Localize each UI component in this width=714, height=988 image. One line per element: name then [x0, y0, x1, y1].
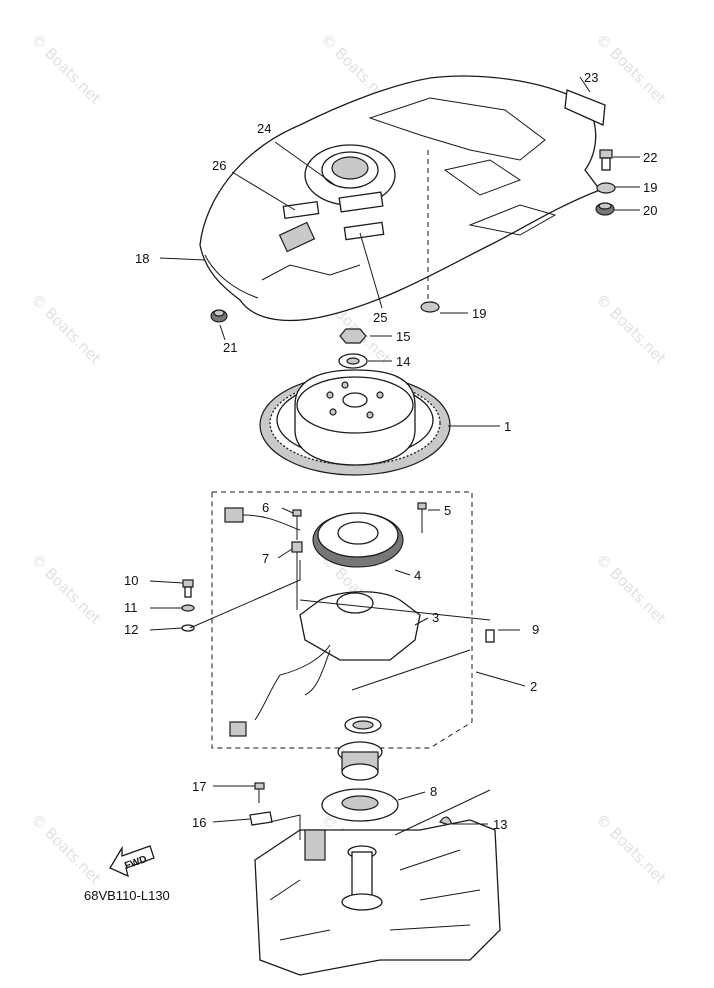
- clamp-16: [249, 811, 273, 826]
- callout-4: 4: [414, 568, 421, 583]
- bolt-22: [599, 149, 613, 171]
- screw-6: [292, 509, 302, 540]
- watermark: © Boats.net: [592, 810, 670, 888]
- callout-21: 21: [223, 340, 237, 355]
- washer-14-hole: [346, 357, 360, 365]
- pulley: [344, 716, 382, 734]
- flywheel-cover: [199, 75, 602, 322]
- screw-17: [254, 782, 265, 803]
- callout-19-lower: 19: [472, 306, 486, 321]
- callout-14: 14: [396, 354, 410, 369]
- clamp-7: [291, 541, 303, 553]
- callout-12: 12: [124, 622, 138, 637]
- callout-17: 17: [192, 779, 206, 794]
- callout-26: 26: [212, 158, 226, 173]
- callout-8: 8: [430, 784, 437, 799]
- callouts: 23 22 19 20 24 26 18 25 19 21 15 14 1 6 …: [124, 70, 657, 832]
- callout-9: 9: [532, 622, 539, 637]
- gear: [337, 741, 383, 781]
- callout-15: 15: [396, 329, 410, 344]
- callout-2: 2: [530, 679, 537, 694]
- watermark: © Boats.net: [592, 550, 670, 628]
- engine-block: [254, 819, 501, 976]
- washer-11: [181, 604, 195, 612]
- watermark: © Boats.net: [592, 290, 670, 368]
- callout-11: 11: [124, 600, 138, 615]
- fwd-arrow-icon: FWD: [109, 845, 155, 878]
- grommet-20: [595, 202, 615, 216]
- label-plate-23: [564, 89, 606, 126]
- callout-19: 19: [643, 180, 657, 195]
- wire-harness: [254, 644, 331, 721]
- callout-18: 18: [135, 251, 149, 266]
- dowel-pin-9: [485, 629, 495, 643]
- watermark: © Boats.net: [27, 290, 105, 368]
- callout-7: 7: [262, 551, 269, 566]
- callout-6: 6: [262, 500, 269, 515]
- callout-22: 22: [643, 150, 657, 165]
- callout-5: 5: [444, 503, 451, 518]
- watermark: © Boats.net: [27, 810, 105, 888]
- nut-15: [339, 328, 367, 344]
- watermark: © Boats.net: [27, 30, 105, 108]
- callout-24: 24: [257, 121, 271, 136]
- stator-base: [299, 591, 421, 661]
- connector-lower: [229, 721, 247, 737]
- callout-3: 3: [432, 610, 439, 625]
- callout-25: 25: [373, 310, 387, 325]
- watermark: © Boats.net: [592, 30, 670, 108]
- screw-5: [417, 502, 427, 533]
- callout-23: 23: [584, 70, 598, 85]
- callout-20: 20: [643, 203, 657, 218]
- flywheel: [259, 369, 451, 476]
- stator-coil: [312, 512, 404, 568]
- plate-8: [321, 788, 399, 822]
- stator-assembly-box: [211, 491, 473, 749]
- callout-1: 1: [504, 419, 511, 434]
- diagram-code: 68VB110-L130: [84, 888, 170, 903]
- grommet-21: [210, 309, 228, 323]
- washer-19: [596, 182, 616, 194]
- leader-lines: [149, 76, 640, 840]
- bolt-10: [182, 579, 194, 598]
- callout-10: 10: [124, 573, 138, 588]
- callout-16: 16: [192, 815, 206, 830]
- connector-upper: [224, 507, 244, 523]
- collar-19-lower: [420, 301, 440, 313]
- callout-13: 13: [493, 817, 507, 832]
- washer-12: [181, 624, 195, 632]
- watermark: © Boats.net: [27, 550, 105, 628]
